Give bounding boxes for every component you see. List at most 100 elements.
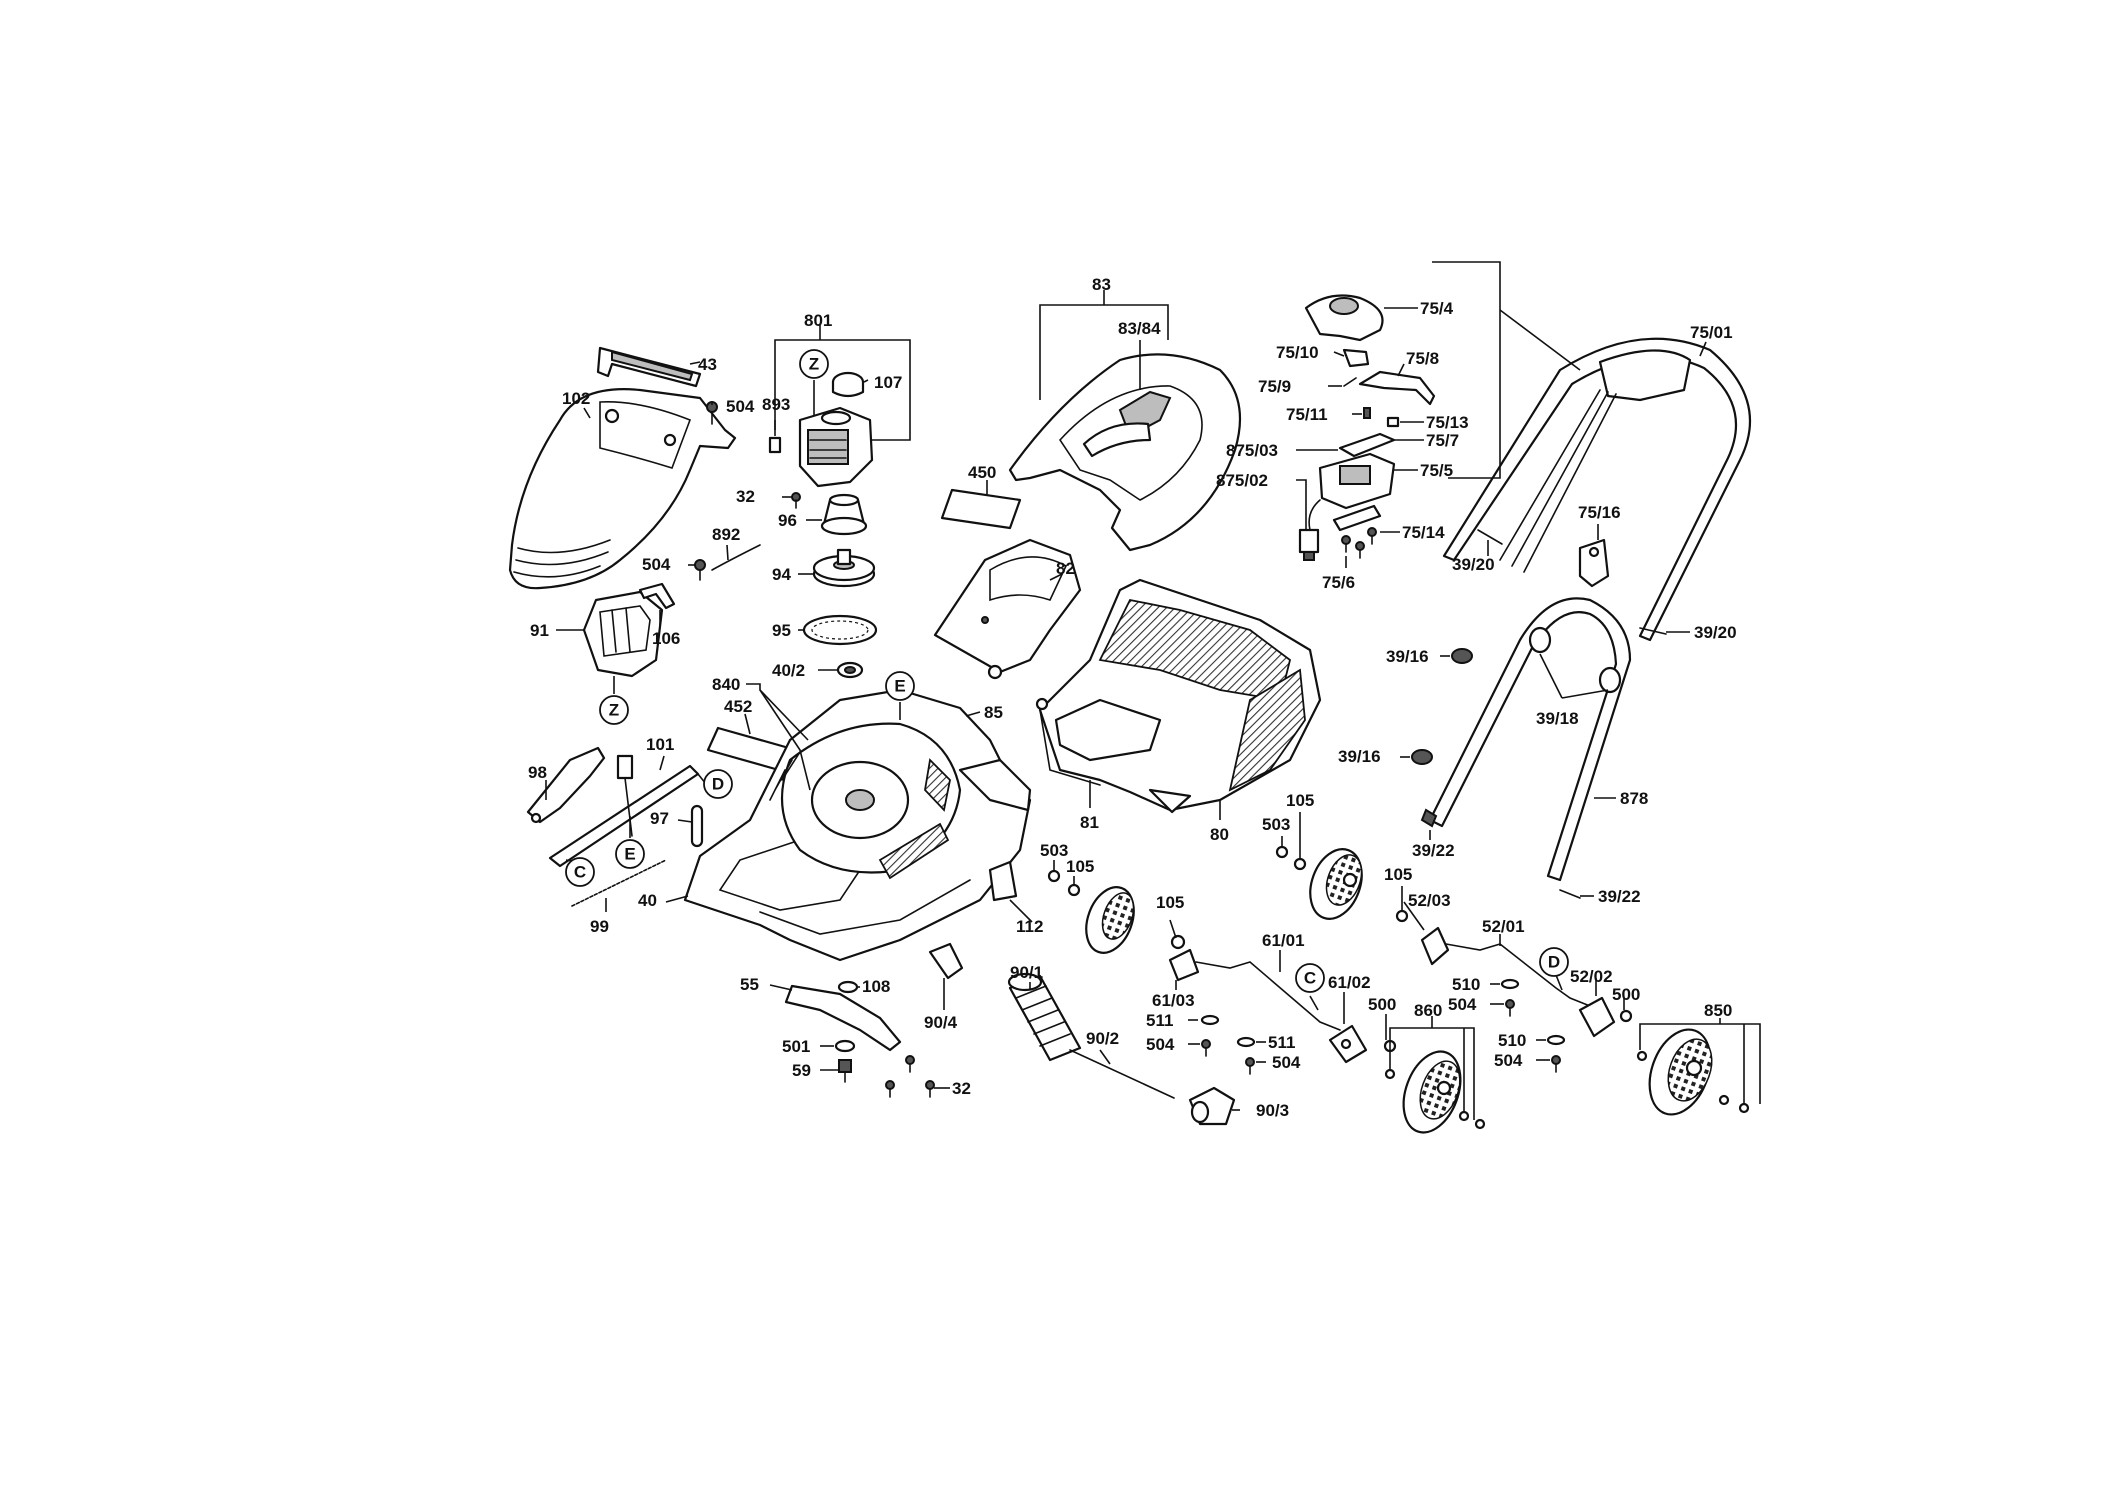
label-510-b: 510: [1498, 1031, 1526, 1050]
marker-e-2: E: [615, 839, 645, 869]
part-860-wheel: [1384, 1050, 1486, 1134]
marker-c-2: C: [1295, 963, 1325, 993]
label-75-14: 75/14: [1402, 523, 1445, 542]
part-108-washer: [837, 980, 859, 994]
label-75-01: 75/01: [1690, 323, 1733, 342]
svg-text:C: C: [574, 863, 586, 882]
part-106-clip: [638, 582, 676, 610]
part-504-screw-e: [1505, 999, 1515, 1017]
label-39-16-a: 39/16: [1386, 647, 1429, 666]
part-801-motor: [798, 406, 874, 488]
part-893-plug: [768, 436, 782, 454]
part-75-10-clip: [1342, 348, 1370, 368]
part-95-belt: [802, 614, 878, 646]
part-61-01-axle: [1195, 961, 1341, 1031]
part-61-03-bracket: [1168, 948, 1200, 982]
svg-text:E: E: [894, 677, 905, 696]
marker-d-2: D: [1539, 947, 1569, 977]
part-90-3-end-cap: [1188, 1086, 1236, 1126]
part-878-lower-handle: [1428, 597, 1632, 882]
part-450-plate: [940, 488, 1022, 530]
part-875-02-cable: [1298, 499, 1321, 561]
label-504-d: 504: [1272, 1053, 1301, 1072]
marker-z-1: Z: [799, 349, 829, 379]
label-39-16-b: 39/16: [1338, 747, 1381, 766]
label-40: 40: [638, 891, 657, 910]
part-98-lever: [526, 746, 606, 824]
svg-text:D: D: [712, 775, 724, 794]
label-504-a: 504: [726, 397, 755, 416]
label-85: 85: [984, 703, 1003, 722]
marker-z-2: Z: [599, 695, 629, 725]
part-40-deck: [683, 688, 1032, 962]
label-39-20-b: 39/20: [1694, 623, 1737, 642]
part-91-switch-box: [582, 590, 664, 678]
label-39-18: 39/18: [1536, 709, 1579, 728]
label-94: 94: [772, 565, 791, 584]
part-40-2-bearing: [836, 661, 864, 679]
part-52-02-adjuster: [1578, 996, 1616, 1038]
label-105-d: 105: [1384, 865, 1412, 884]
label-59: 59: [792, 1061, 811, 1080]
label-75-7: 75/7: [1426, 431, 1459, 450]
part-97-strip: [690, 804, 704, 848]
part-81-80-grass-box: [1035, 578, 1322, 814]
label-90-3: 90/3: [1256, 1101, 1289, 1120]
label-82: 82: [1056, 559, 1075, 578]
label-75-10: 75/10: [1276, 343, 1319, 362]
label-107: 107: [874, 373, 902, 392]
part-75-7-plate: [1338, 432, 1396, 458]
part-43-grip: [596, 346, 702, 388]
part-75-11-pin: [1363, 407, 1371, 419]
svg-text:Z: Z: [609, 701, 619, 720]
part-75-8-lever: [1358, 370, 1436, 406]
part-39-20-screw-b: [1639, 627, 1667, 635]
part-892-cable: [711, 544, 761, 571]
label-80: 80: [1210, 825, 1229, 844]
part-94-pulley-wheel: [812, 548, 876, 588]
label-43: 43: [698, 355, 717, 374]
label-860: 860: [1414, 1001, 1442, 1020]
label-75-13: 75/13: [1426, 413, 1469, 432]
part-75-01-upper-handle: [1442, 337, 1752, 642]
label-39-22-b: 39/22: [1598, 887, 1641, 906]
part-107-cap: [831, 371, 865, 398]
label-893: 893: [762, 395, 790, 414]
label-98: 98: [528, 763, 547, 782]
part-511-washer-b: [1236, 1036, 1256, 1048]
part-61-02-adjuster: [1328, 1024, 1368, 1064]
label-75-6: 75/6: [1322, 573, 1355, 592]
part-105-nut-a: [1067, 883, 1081, 897]
label-503-a: 503: [1040, 841, 1068, 860]
label-801: 801: [804, 311, 832, 330]
label-504-c: 504: [1146, 1035, 1175, 1054]
part-99-spring: [571, 859, 667, 907]
part-39-20-screw-a: [1477, 529, 1503, 545]
label-95: 95: [772, 621, 791, 640]
label-32-a: 32: [736, 487, 755, 506]
label-105-c: 105: [1286, 791, 1314, 810]
label-96: 96: [778, 511, 797, 530]
part-105-nut-b: [1170, 934, 1186, 950]
label-75-4: 75/4: [1420, 299, 1454, 318]
label-52-03: 52/03: [1408, 891, 1451, 910]
part-90-4-roller-cap: [928, 942, 964, 980]
label-75-16: 75/16: [1578, 503, 1621, 522]
part-labels: 83 83/84 801 43 107 102 504 893 32 96 89…: [528, 275, 1737, 1120]
svg-text:C: C: [1304, 969, 1316, 988]
part-850-wheel: [1636, 1028, 1750, 1116]
label-75-5: 75/5: [1420, 461, 1453, 480]
part-75-16-clip: [1578, 538, 1610, 588]
svg-text:Z: Z: [809, 355, 819, 374]
label-878: 878: [1620, 789, 1648, 808]
part-75-4-housing: [1304, 294, 1384, 342]
part-75-9-lever: [1343, 377, 1357, 387]
label-105-b: 105: [1156, 893, 1184, 912]
leader-75-group: [1432, 261, 1581, 479]
part-503-nut-b: [1275, 845, 1289, 859]
part-wheel-front-left: [1085, 886, 1135, 954]
part-510-washer-b: [1546, 1034, 1566, 1046]
part-90-1-roller: [1007, 972, 1082, 1062]
svg-text:E: E: [624, 845, 635, 864]
svg-text:D: D: [1548, 953, 1560, 972]
